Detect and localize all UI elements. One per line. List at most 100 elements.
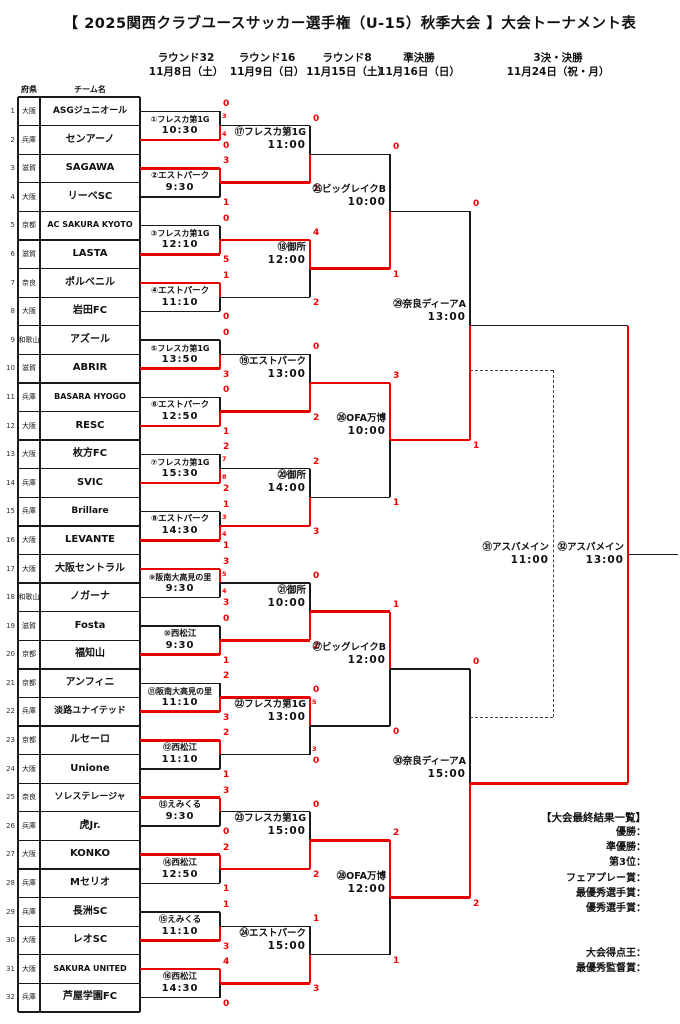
bracket-line	[220, 811, 310, 813]
round-date: 11月24日（祝・月）	[506, 66, 610, 78]
bracket-line	[218, 525, 222, 541]
bracket-line	[219, 454, 221, 469]
bracket-line	[388, 840, 392, 898]
results-panel-extra: 大会得点王：最優秀監督賞：	[426, 946, 646, 976]
match-venue: ⑩西松江	[163, 628, 197, 639]
bracket-line	[390, 896, 470, 899]
team-prefecture: 滋賀	[22, 249, 36, 258]
match-time: 13:00	[427, 310, 466, 323]
bracket-line	[470, 325, 628, 327]
grid-line	[18, 582, 140, 584]
match-venue: ⑯西松江	[162, 971, 197, 982]
team-row-number: 17	[6, 564, 15, 573]
grid-line	[18, 468, 140, 470]
grid-line	[18, 954, 140, 956]
team-prefecture: 大阪	[22, 535, 36, 544]
match-time: 15:00	[267, 939, 306, 952]
bracket-line	[308, 697, 312, 727]
round-header: 準決勝	[403, 52, 435, 64]
grid-line	[18, 124, 140, 127]
match-venue: ㉚奈良ディーアA	[393, 756, 466, 768]
bracket-line	[309, 268, 311, 298]
match-venue: ㉓フレスカ第1G	[234, 813, 306, 825]
score-bottom: 1	[393, 955, 400, 966]
team-prefecture: 大阪	[22, 450, 36, 459]
bracket-line	[309, 125, 311, 155]
team-prefecture: 京都	[22, 678, 36, 687]
team-prefecture: 京都	[22, 736, 36, 745]
team-prefecture: 兵庫	[22, 478, 36, 487]
grid-line	[18, 639, 140, 641]
bracket-line	[140, 882, 220, 884]
match-venue: ⑨阪南大高見の里	[148, 572, 212, 582]
bracket-line	[310, 954, 390, 956]
bracket-line	[140, 481, 220, 485]
round-date: 11月9日（日）	[229, 66, 305, 78]
match-time: 11:10	[161, 925, 199, 937]
score-bottom: 3	[223, 712, 230, 723]
bracket-line	[219, 869, 221, 884]
bracket-line	[308, 154, 312, 183]
match-venue: ⑪阪南大高見の里	[148, 686, 212, 696]
bracket-line	[140, 710, 220, 714]
team-name: センアーノ	[65, 133, 115, 145]
bracket-line	[140, 739, 220, 742]
grid-line	[18, 325, 140, 327]
pk-bottom: 4	[222, 530, 227, 539]
score-top: 3	[223, 785, 230, 796]
team-row-number: 10	[6, 364, 15, 373]
team-row-number: 26	[6, 821, 15, 830]
bracket-line	[218, 697, 222, 712]
team-name: AC SAKURA KYOTO	[47, 220, 133, 230]
bracket-line	[390, 210, 470, 213]
score-bottom: 2	[223, 484, 230, 495]
team-name: RESC	[75, 419, 105, 431]
bracket-line	[309, 468, 311, 498]
team-row-number: 4	[10, 192, 15, 201]
team-prefecture: 大阪	[22, 850, 36, 859]
bracket-line	[310, 496, 390, 498]
bracket-line	[140, 567, 220, 571]
bracket-line	[308, 239, 312, 269]
results-item: 最優秀選手賞：	[576, 887, 646, 899]
bracket-line	[218, 969, 222, 984]
bracket-line	[220, 410, 310, 413]
team-name: LASTA	[72, 247, 108, 259]
bracket-line	[140, 796, 220, 799]
team-row-number: 12	[6, 421, 15, 430]
team-header: チーム名	[74, 85, 106, 94]
team-name: ソレステレージャ	[54, 792, 126, 803]
match-time: 9:30	[165, 182, 195, 194]
match-time: 11:10	[161, 296, 199, 308]
bracket-line	[310, 839, 390, 842]
score-top: 0	[313, 685, 320, 696]
match-venue: ⑲エストパーク	[239, 355, 306, 367]
score-top: 2	[223, 842, 230, 853]
match-venue: ㉛アスパメイン	[482, 541, 549, 553]
score-bottom: 3	[313, 526, 320, 537]
grid-line	[18, 525, 140, 527]
match-time: 11:10	[161, 696, 199, 708]
score-top: 0	[313, 799, 320, 810]
bracket-line	[218, 568, 222, 584]
grid-line	[18, 439, 140, 441]
results-panel: 【大会最終結果一覧】優勝：準優勝：第3位：フェアプレー賞：最優秀選手賞：優秀選手…	[426, 810, 646, 916]
pk-bottom: 3	[312, 744, 317, 753]
team-row-number: 25	[6, 793, 15, 802]
bracket-line	[626, 554, 630, 784]
score-top: 0	[313, 342, 320, 353]
match-time: 11:00	[510, 553, 549, 566]
score-bottom: 1	[393, 269, 400, 280]
team-row-number: 11	[6, 392, 15, 401]
bracket-line	[140, 367, 220, 370]
team-name: リーベSC	[67, 190, 113, 202]
grid-line	[18, 353, 140, 355]
